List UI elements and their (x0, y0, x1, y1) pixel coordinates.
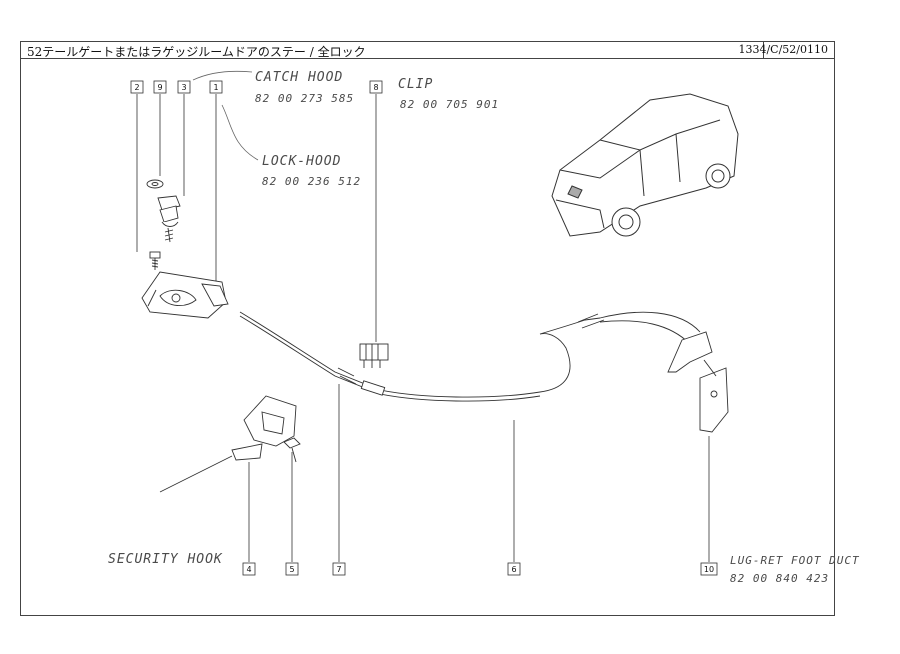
callout-10: 10 (700, 562, 718, 576)
callout-3: 3 (177, 80, 191, 94)
lock-hood-spring (157, 195, 181, 243)
callout-5: 5 (285, 562, 299, 576)
diagram-title: 52テールゲートまたはラゲッジルームドアのステー / 全ロック (27, 45, 366, 59)
callout-1: 1 (209, 80, 223, 94)
lock-hood-arrow (221, 104, 259, 161)
callout-6: 6 (507, 562, 521, 576)
lug-ret-lever (667, 331, 729, 433)
lock-hood-part-number: 82 00 236 512 (262, 175, 362, 188)
svg-text:10: 10 (704, 565, 714, 574)
catch-hood-part-number: 82 00 273 585 (255, 92, 355, 105)
catch-hood-label: CATCH HOOD (255, 70, 344, 85)
diagram-sheet: 52テールゲートまたはラゲッジルームドアのステー / 全ロック 1334/C/5… (20, 41, 835, 616)
washer-part (146, 179, 164, 189)
document-code: 1334/C/52/0110 (738, 43, 828, 56)
bolt-part (149, 251, 161, 270)
callout-2: 2 (130, 80, 144, 94)
lug-ret-label: LUG-RET FOOT DUCT (730, 554, 860, 567)
security-hook (159, 395, 297, 493)
screw-part (283, 437, 301, 463)
title-separator (763, 42, 764, 58)
security-hook-label: SECURITY HOOK (108, 552, 223, 567)
svg-text:3: 3 (181, 83, 186, 92)
svg-text:4: 4 (246, 565, 251, 574)
clip-part (359, 343, 389, 368)
callout-4: 4 (242, 562, 256, 576)
title-bar: 52テールゲートまたはラゲッジルームドアのステー / 全ロック 1334/C/5… (21, 42, 834, 59)
svg-text:9: 9 (157, 83, 162, 92)
clip-label: CLIP (398, 77, 434, 92)
release-cable (239, 311, 701, 402)
svg-text:7: 7 (336, 565, 341, 574)
callout-8: 8 (369, 80, 383, 94)
clip-part-number: 82 00 705 901 (400, 98, 500, 111)
svg-text:6: 6 (511, 565, 516, 574)
callout-7: 7 (332, 562, 346, 576)
svg-text:2: 2 (134, 83, 139, 92)
svg-text:8: 8 (373, 83, 378, 92)
lock-hood-label: LOCK-HOOD (262, 154, 342, 169)
catch-hood-arrow (192, 70, 253, 81)
svg-text:5: 5 (289, 565, 294, 574)
callout-9: 9 (153, 80, 167, 94)
lug-ret-part-number: 82 00 840 423 (730, 572, 830, 585)
svg-text:1: 1 (213, 83, 218, 92)
lock-plate (141, 271, 229, 319)
car-illustration (551, 93, 739, 237)
